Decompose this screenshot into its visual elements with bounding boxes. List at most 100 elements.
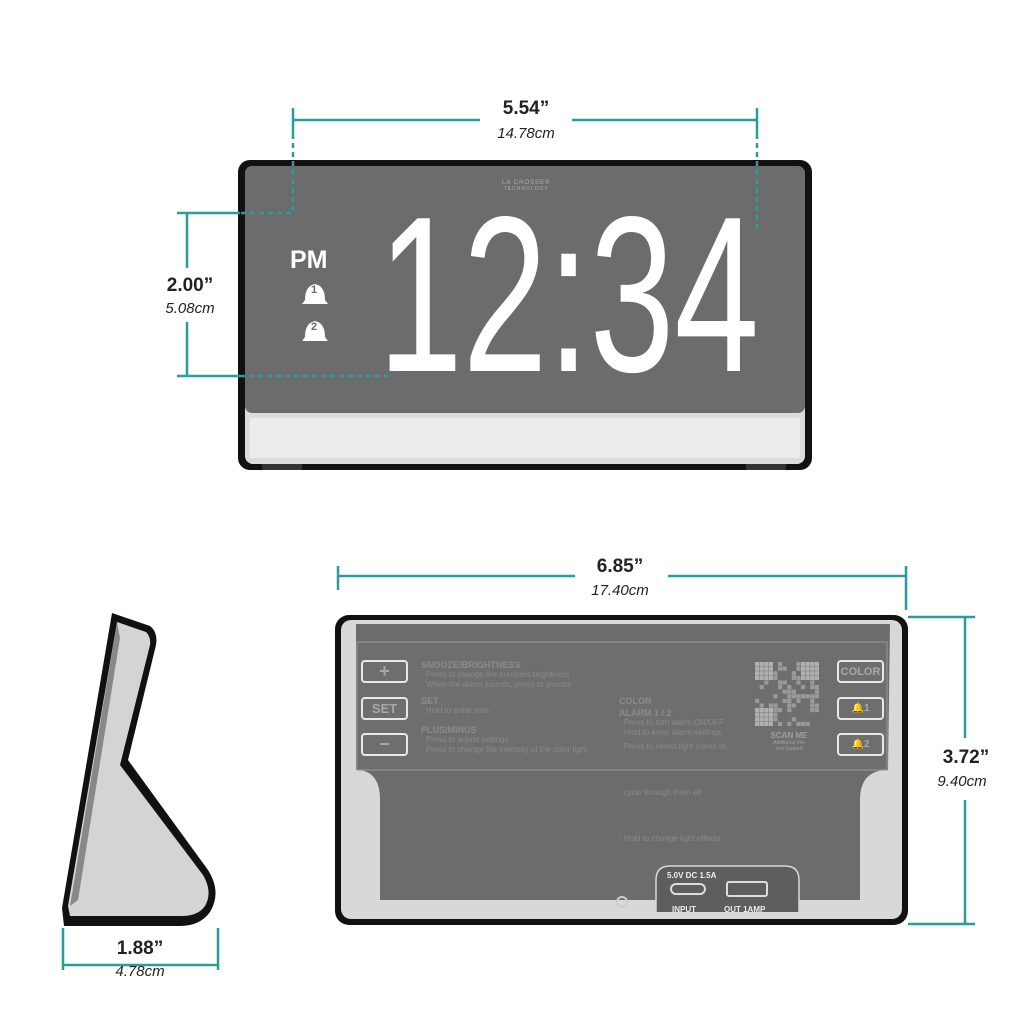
qr-module: [810, 662, 815, 667]
qr-module: [787, 708, 792, 713]
qr-subtitle: and Support: [775, 746, 803, 752]
qr-module: [764, 675, 769, 680]
time-digits: 12:34: [378, 171, 760, 419]
qr-module: [782, 698, 787, 703]
instruction-line: - Hold to change light effects: [619, 834, 721, 843]
alarm1-button-label: 1: [863, 703, 870, 714]
qr-module: [810, 708, 815, 713]
qr-module: [764, 717, 769, 722]
qr-module: [810, 685, 815, 690]
alarm2-button[interactable]: 🔔2: [837, 733, 884, 756]
qr-module: [814, 662, 819, 667]
qr-module: [773, 708, 778, 713]
instruction-title: ALARM 1 / 2: [619, 708, 672, 718]
qr-module: [768, 721, 773, 726]
qr-module: [801, 666, 806, 671]
qr-module: [759, 721, 764, 726]
qr-module: [801, 662, 806, 667]
side-depth-inches: 1.88”: [116, 938, 164, 959]
back-view: [335, 615, 908, 925]
qr-module: [796, 675, 801, 680]
pm-indicator: PM: [290, 246, 328, 274]
qr-module: [796, 680, 801, 685]
front-height-inches: 2.00”: [166, 275, 214, 296]
side-view: [62, 613, 216, 926]
front-height-cm: 5.08cm: [165, 300, 215, 317]
qr-module: [778, 685, 783, 690]
qr-module: [810, 675, 815, 680]
qr-module: [810, 698, 815, 703]
qr-module: [768, 708, 773, 713]
qr-module: [768, 675, 773, 680]
qr-module: [787, 703, 792, 708]
instruction-line: - Hold to enter time: [421, 706, 490, 715]
front-lightbar: [250, 418, 800, 458]
qr-module: [796, 721, 801, 726]
qr-module: [778, 721, 783, 726]
qr-module: [805, 721, 810, 726]
qr-module: [782, 680, 787, 685]
qr-module: [810, 694, 815, 699]
qr-module: [759, 708, 764, 713]
qr-module: [805, 662, 810, 667]
qr-module: [787, 694, 792, 699]
qr-module: [796, 666, 801, 671]
qr-module: [796, 662, 801, 667]
qr-module: [764, 712, 769, 717]
instruction-line: - Press to select light colors or: [619, 742, 727, 751]
qr-module: [759, 712, 764, 717]
qr-module: [801, 721, 806, 726]
qr-module: [764, 662, 769, 667]
qr-module: [814, 689, 819, 694]
qr-module: [791, 671, 796, 676]
qr-module: [768, 666, 773, 671]
back-width-inches: 6.85”: [596, 556, 644, 577]
front-dimension-lines: [177, 108, 759, 378]
instruction-title: PLUS/MINUS: [421, 725, 477, 735]
qr-module: [768, 671, 773, 676]
front-foot-left: [262, 464, 302, 470]
alarm1-button[interactable]: 🔔1: [837, 697, 884, 720]
qr-module: [773, 675, 778, 680]
qr-module: [764, 666, 769, 671]
qr-module: [755, 675, 760, 680]
back-dimension-lines: [336, 566, 975, 926]
qr-module: [759, 662, 764, 667]
qr-module: [787, 721, 792, 726]
qr-module: [787, 685, 792, 690]
qr-module: [791, 689, 796, 694]
qr-module: [773, 717, 778, 722]
qr-module: [768, 712, 773, 717]
qr-module: [805, 666, 810, 671]
minus-button[interactable]: −: [361, 733, 408, 756]
brand-line1: LA CROSSE®: [502, 180, 551, 186]
qr-module: [782, 666, 787, 671]
qr-module: [810, 671, 815, 676]
qr-module: [805, 671, 810, 676]
qr-module: [801, 694, 806, 699]
color-button[interactable]: COLOR: [837, 660, 884, 683]
alarm2-number: 2: [311, 321, 318, 333]
qr-module: [814, 703, 819, 708]
instruction-line: cycle through them all: [619, 788, 702, 797]
instruction-line: - Press to change the numbers brightness: [421, 670, 570, 679]
instruction-plus-minus: PLUS/MINUS - Press to adjust settings - …: [421, 725, 587, 755]
instruction-title: SNOOZE/BRIGHTNESS: [421, 660, 521, 670]
plus-button[interactable]: +: [361, 660, 408, 683]
qr-module: [791, 675, 796, 680]
qr-subtitle: Additional Info: [773, 740, 805, 746]
brand-line2: TECHNOLOGY: [503, 186, 549, 192]
qr-module: [805, 675, 810, 680]
qr-module: [814, 666, 819, 671]
qr-module: [773, 703, 778, 708]
qr-module: [787, 698, 792, 703]
instruction-line: - Hold to enter alarm settings: [619, 728, 722, 737]
alarm2-button-label: 2: [863, 739, 870, 750]
set-button[interactable]: SET: [361, 697, 408, 720]
front-width-inches: 5.54”: [502, 98, 550, 119]
power-rating: 5.0V DC 1.5A: [667, 871, 717, 880]
front-foot-right: [746, 464, 786, 470]
front-screen: [245, 166, 805, 413]
brand-logo: LA CROSSE® TECHNOLOGY: [502, 180, 550, 192]
